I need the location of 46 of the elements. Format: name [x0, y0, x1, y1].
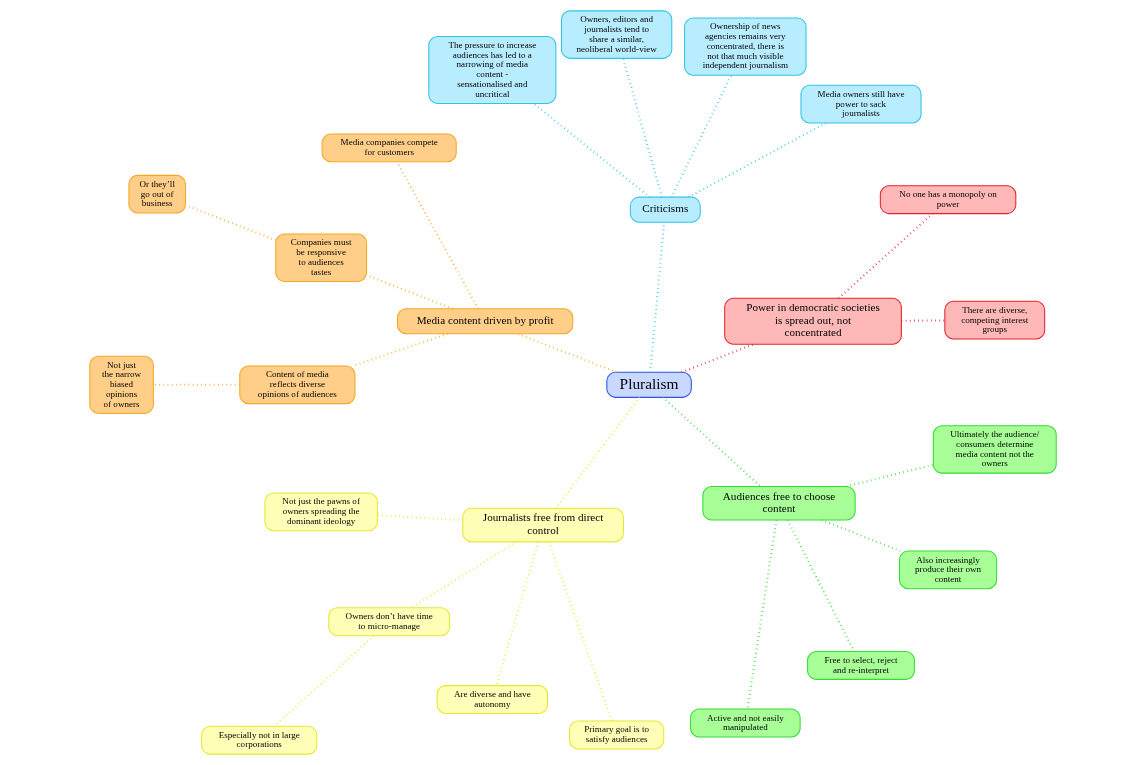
- node-box: Companies must be responsive to audiences tastes: [275, 233, 368, 282]
- node-box: Media content driven by profit: [396, 308, 574, 335]
- node-box: Are diverse and have autonomy: [436, 685, 548, 715]
- node-box: No one has a monopoly on power: [879, 185, 1017, 215]
- connector: [670, 74, 733, 198]
- connector: [517, 332, 617, 374]
- node-box: Primary goal is to satisfy audiences: [568, 720, 665, 750]
- connector: [153, 383, 240, 386]
- connector: [555, 396, 641, 509]
- connector: [901, 319, 945, 322]
- node-box: Not just the pawns of owners spreading the dominant ideology: [264, 492, 378, 532]
- node-box: Or they’ll go out of business: [128, 174, 186, 214]
- connector: [786, 519, 855, 652]
- node-box: Journalists free from direct control: [462, 507, 624, 543]
- connector: [410, 541, 517, 609]
- connector: [366, 274, 453, 310]
- connector: [662, 396, 762, 488]
- connector: [533, 102, 651, 198]
- node-box: Not just the narrow biased opinions of owners: [89, 355, 154, 414]
- connector: [649, 222, 666, 373]
- connector: [846, 463, 934, 488]
- node-box: Criticisms: [629, 196, 701, 223]
- node-box: Content of media reflects diverse opinions of audiences: [239, 365, 356, 405]
- connector: [681, 343, 754, 374]
- connector: [821, 519, 901, 552]
- node-box: Also increasingly produce their own content: [899, 550, 998, 590]
- node-box: Free to select, reject and re-interpret: [807, 650, 915, 680]
- node-box: Media companies compete for customers: [321, 133, 457, 163]
- node-box: Ownership of news agencies remains very concentrated, there is not that much visible independent journalism: [684, 17, 807, 76]
- node-box: Ultimately the audience/ consumers determine media content not the owners: [932, 425, 1057, 474]
- connector: [495, 541, 540, 686]
- connector: [377, 514, 463, 522]
- node-box: The pressure to increase audiences has led to a narrowing of media content - sensationalised and uncritical: [428, 35, 557, 105]
- node-box: Owners don’t have time to micro-manage: [328, 607, 451, 637]
- node-box: Active and not easily manipulated: [689, 708, 801, 738]
- node-box: Media owners still have power to sack journalists: [800, 84, 922, 124]
- connector: [688, 122, 827, 198]
- connector: [396, 161, 479, 309]
- node-box: Power in democratic societies is spread out, not concentrated: [724, 297, 902, 345]
- node-box: Especially not in large corporations: [201, 725, 318, 755]
- node-box: Audiences free to choose content: [702, 485, 856, 521]
- connector: [548, 541, 613, 722]
- connector: [622, 58, 663, 198]
- node-box: There are diverse, competing interest groups: [944, 300, 1046, 340]
- node-box: Owners, editors and journalists tend to share a similar, neoliberal world-view: [560, 10, 673, 59]
- node-box: Pluralism: [606, 371, 692, 398]
